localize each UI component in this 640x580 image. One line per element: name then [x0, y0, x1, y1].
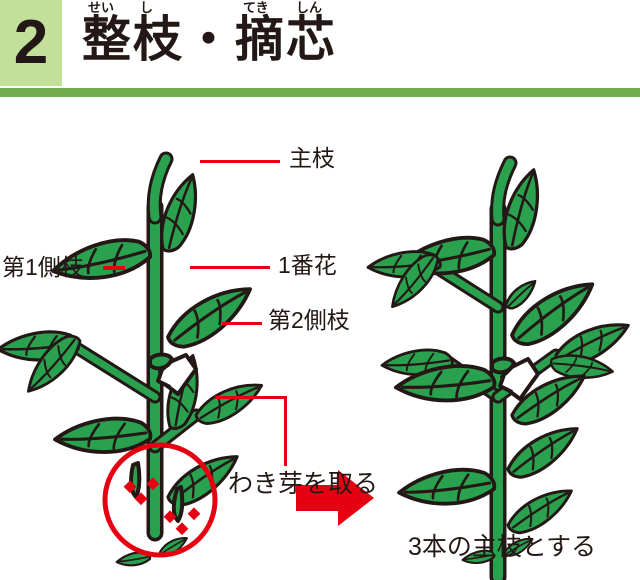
label-remove-suckers: わき芽を取る — [228, 470, 379, 498]
sucker-shoots — [129, 461, 185, 523]
leader-line-main-stem — [200, 160, 280, 163]
leader-line-remove-suckers-horizontal — [215, 396, 287, 399]
leader-line-second-side-branch — [222, 322, 262, 325]
plant-diagram-svg — [0, 151, 634, 580]
left-plant-before-pruning — [0, 151, 268, 571]
caption-result: 3本の主枝とする — [408, 533, 597, 561]
label-main-stem: 主枝 — [289, 145, 335, 171]
furigana-shi: し — [140, 0, 154, 15]
page-title: 整枝・摘芯 — [82, 13, 338, 67]
highlight-circle — [102, 442, 218, 558]
label-first-side-branch: 第1側枝 — [2, 254, 84, 280]
furigana-shin: しん — [296, 0, 323, 15]
leader-line-first-side-branch — [103, 266, 125, 270]
label-first-flower: 1番花 — [278, 252, 337, 278]
header-number-box — [0, 0, 62, 86]
process-arrow-icon — [296, 470, 374, 526]
label-second-side-branch: 第2側枝 — [268, 307, 350, 333]
diagram-stage — [0, 97, 640, 580]
furigana-teki: てき — [243, 0, 269, 15]
furigana-seii: せい — [88, 0, 115, 15]
leader-line-first-flower — [190, 266, 270, 269]
right-plant-after-pruning — [366, 155, 634, 580]
leader-line-remove-suckers-vertical — [284, 396, 287, 466]
header-number: 2 — [13, 8, 49, 77]
header-divider-rule — [0, 88, 640, 97]
